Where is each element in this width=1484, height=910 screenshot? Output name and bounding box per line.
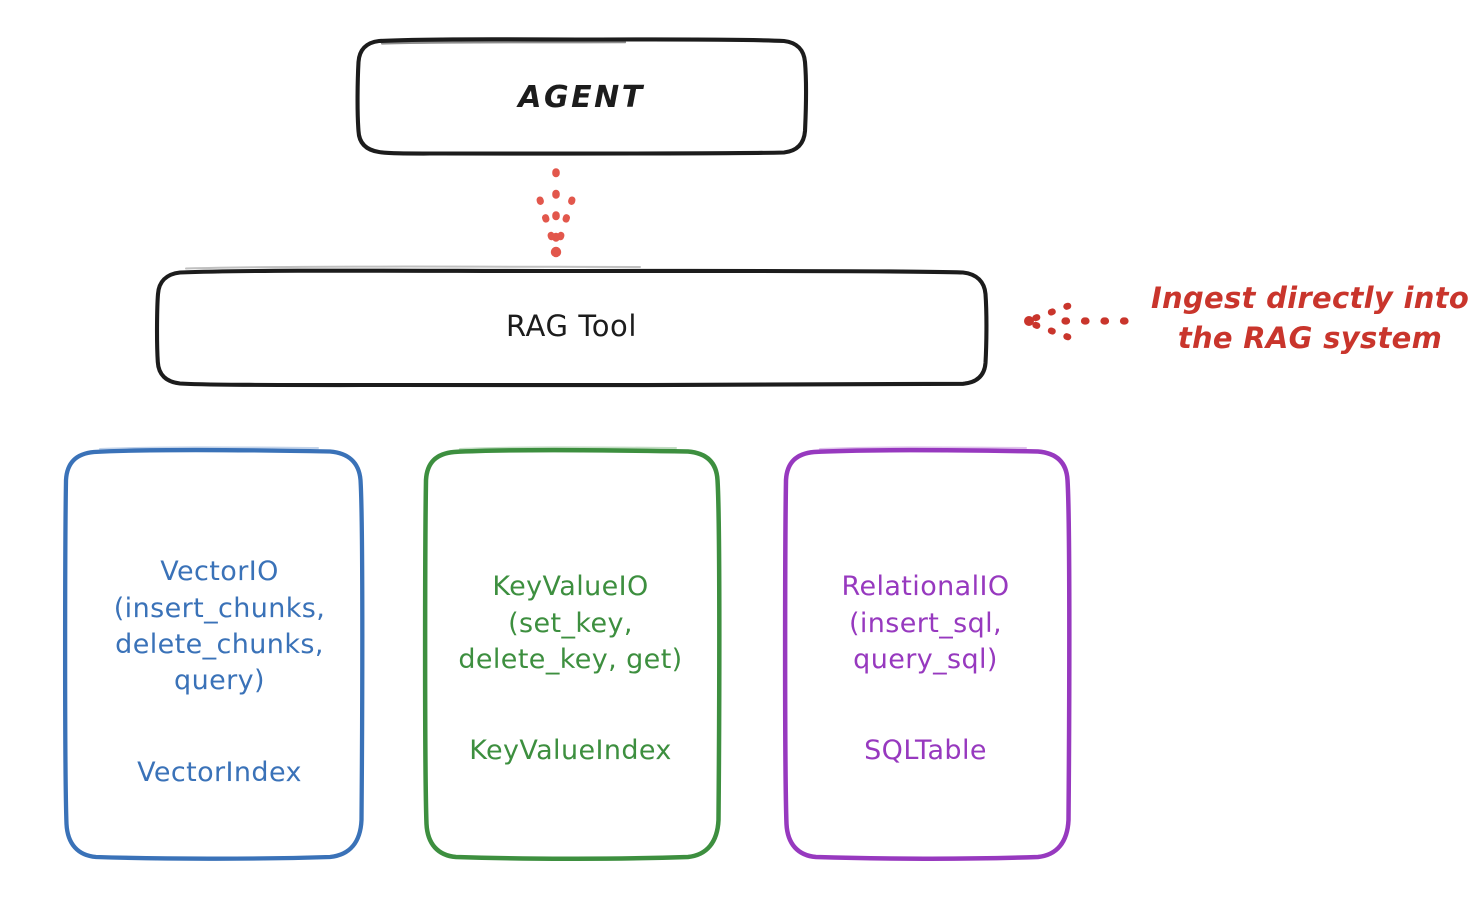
relational-io-node-shape[interactable] — [782, 446, 1072, 861]
vector-io-node-shape[interactable] — [62, 446, 365, 861]
rag-tool-node-shape[interactable] — [154, 265, 989, 388]
agent-node-shape[interactable] — [355, 37, 808, 156]
agent-to-ragtool-arrow — [536, 168, 576, 258]
key-value-io-node-shape[interactable] — [422, 446, 722, 861]
ingest-annotation-arrow — [1024, 302, 1129, 341]
